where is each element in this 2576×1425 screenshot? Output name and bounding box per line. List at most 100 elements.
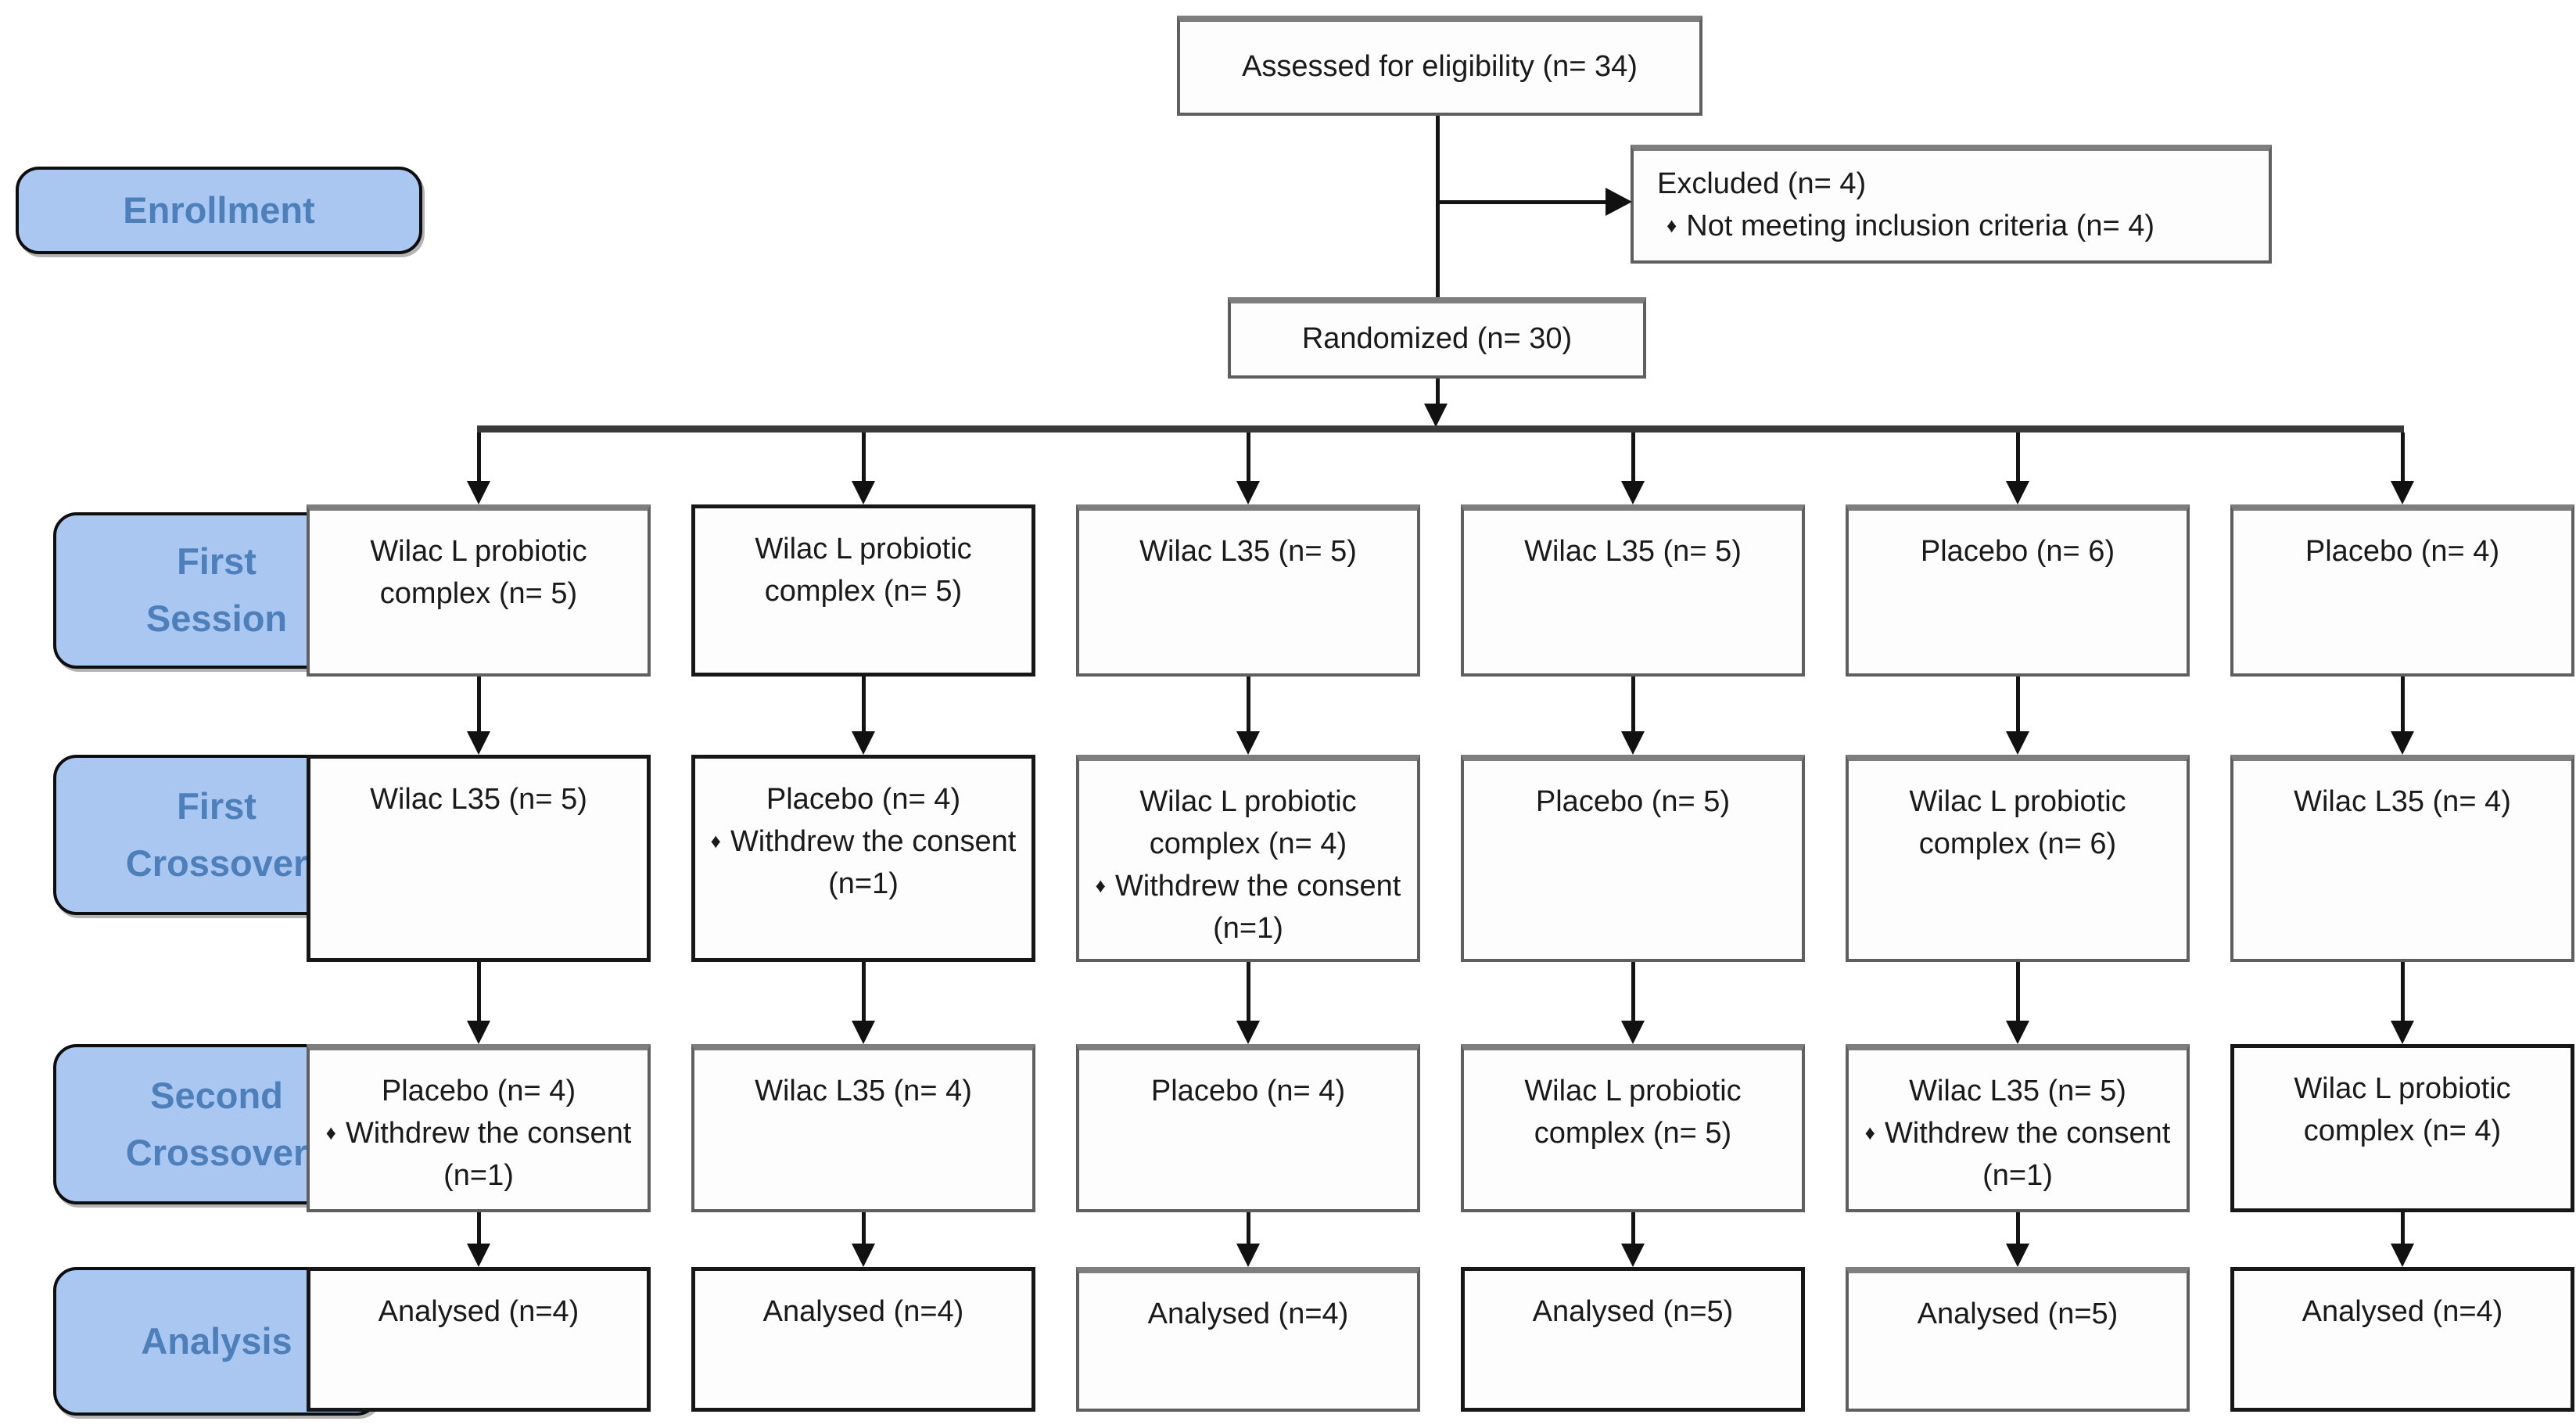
flow-arrowhead-down	[1621, 731, 1645, 755]
flow-arrowhead-down	[467, 731, 490, 755]
flow-arrowhead-down	[1236, 731, 1260, 755]
flow-arrowhead-down	[2391, 1244, 2414, 1267]
box-first-crossover-col3: Wilac L probiotic complex (n= 4) ♦Withdr…	[1076, 755, 1420, 962]
box-text: Wilac L35 (n= 5)	[1909, 1075, 2126, 1107]
flow-arrowhead-down	[852, 1244, 875, 1267]
box-text: Placebo (n= 4)	[766, 783, 961, 816]
box-first-crossover-col6: Wilac L35 (n= 4)	[2230, 755, 2574, 962]
flow-arrowhead-down	[852, 1021, 875, 1044]
flow-arrow-line	[2401, 433, 2405, 481]
flow-arrow-line	[1631, 962, 1635, 1021]
diamond-bullet-icon: ♦	[1864, 1120, 1875, 1144]
box-first-session-col6: Placebo (n= 4)	[2230, 504, 2574, 677]
flow-line-randomized-to-branch	[1436, 379, 1440, 405]
box-second-crossover-col3: Placebo (n= 4)	[1076, 1044, 1420, 1212]
branch-line	[477, 425, 2404, 433]
flow-arrowhead-down	[1621, 481, 1645, 504]
box-text: Wilac L35 (n= 4)	[2294, 785, 2511, 818]
withdrew-note: ♦ Withdrew the consent (n=1)	[1861, 1113, 2174, 1197]
flow-arrowhead-down	[1621, 1021, 1645, 1044]
flow-arrow-line	[477, 962, 481, 1021]
flow-arrowhead-down	[1621, 1244, 1645, 1267]
withdrew-note-text: Withdrew the consent (n=1)	[1114, 869, 1401, 945]
flow-arrow-line	[2401, 962, 2405, 1021]
arrowhead-randomized-to-branch	[1424, 404, 1448, 427]
box-text: Wilac L35 (n= 5)	[1524, 535, 1742, 568]
flow-arrow-line	[862, 677, 866, 731]
box-text: Placebo (n= 4)	[1150, 1075, 1346, 1107]
flow-arrow-line	[1631, 677, 1635, 731]
flow-arrowhead-down	[467, 1244, 490, 1267]
withdrew-note: ♦ Withdrew the consent (n=1)	[322, 1113, 635, 1197]
box-text: Analysed (n=4)	[2302, 1295, 2503, 1328]
box-text: Wilac L probiotic complex (n= 6)	[1909, 785, 2126, 860]
withdrew-note: ♦Withdrew the consent (n=1)	[708, 821, 1019, 906]
flow-arrowhead-down	[2391, 481, 2414, 504]
excluded-title: Excluded (n= 4)	[1657, 167, 1867, 201]
box-first-crossover-col1: Wilac L35 (n= 5)	[307, 755, 651, 962]
flow-arrowhead-down	[2391, 731, 2414, 755]
box-text: Wilac L35 (n= 5)	[370, 783, 587, 816]
flow-arrowhead-down	[467, 1021, 490, 1044]
flow-arrow-line	[477, 677, 481, 731]
diamond-bullet-icon: ♦	[325, 1120, 336, 1144]
box-text: Analysed (n=4)	[762, 1295, 964, 1328]
withdrew-note-text: Withdrew the consent (n=1)	[345, 1116, 632, 1192]
flow-arrow-line	[1631, 433, 1635, 481]
withdrew-note-text: Withdrew the consent (n=1)	[1884, 1116, 2171, 1192]
flow-arrow-line	[2016, 962, 2020, 1021]
flow-line-to-excluded	[1439, 200, 1606, 204]
box-text: Analysed (n=4)	[1147, 1298, 1349, 1330]
flow-arrowhead-down	[852, 481, 875, 504]
box-text: Wilac L probiotic complex (n= 5)	[1524, 1075, 1742, 1150]
box-text: Placebo (n= 6)	[1920, 535, 2115, 568]
flow-arrow-line	[2016, 1212, 2020, 1244]
box-second-crossover-col5: Wilac L35 (n= 5) ♦ Withdrew the consent (…	[1846, 1044, 2190, 1212]
withdrew-note: ♦Withdrew the consent (n=1)	[1092, 866, 1405, 950]
flow-arrow-line	[1247, 677, 1250, 731]
flow-arrow-line	[477, 433, 481, 481]
flow-arrowhead-down	[2006, 481, 2029, 504]
stage-label-first-crossover-text: First Crossover	[125, 784, 308, 884]
flow-arrow-line	[1247, 1212, 1250, 1244]
box-analysis-col4: Analysed (n=5)	[1461, 1267, 1805, 1412]
randomized-label: Randomized (n= 30)	[1301, 322, 1573, 356]
stage-label-enrollment-text: Enrollment	[123, 188, 315, 231]
flow-arrowhead-down	[1236, 1021, 1260, 1044]
flow-line-assessed-to-randomized	[1436, 116, 1440, 297]
flow-arrowhead-down	[852, 731, 875, 755]
box-text: Wilac L35 (n= 4)	[755, 1075, 972, 1107]
box-first-session-col1: Wilac L probiotic complex (n= 5)	[307, 504, 651, 677]
stage-label-second-crossover-text: Second Crossover	[125, 1074, 308, 1173]
box-text: Placebo (n= 4)	[2305, 535, 2500, 568]
assessed-box: Assessed for eligibility (n= 34)	[1177, 16, 1702, 116]
excluded-box: Excluded (n= 4) ♦Not meeting inclusion c…	[1631, 145, 2272, 264]
box-first-session-col4: Wilac L35 (n= 5)	[1461, 504, 1805, 677]
box-text: Wilac L probiotic complex (n= 5)	[370, 535, 587, 610]
box-first-crossover-col2: Placebo (n= 4) ♦Withdrew the consent (n=…	[691, 755, 1035, 962]
flow-arrow-line	[2016, 677, 2020, 731]
box-analysis-col3: Analysed (n=4)	[1076, 1267, 1420, 1412]
flow-arrow-line	[862, 962, 866, 1021]
flow-arrow-line	[1247, 962, 1250, 1021]
randomized-box: Randomized (n= 30)	[1228, 297, 1646, 379]
flow-arrowhead-down	[2006, 731, 2029, 755]
box-second-crossover-col4: Wilac L probiotic complex (n= 5)	[1461, 1044, 1805, 1212]
flow-arrow-line	[1631, 1212, 1635, 1244]
box-second-crossover-col6: Wilac L probiotic complex (n= 4)	[2230, 1044, 2574, 1212]
box-first-crossover-col5: Wilac L probiotic complex (n= 6)	[1846, 755, 2190, 962]
flow-arrow-line	[2016, 433, 2020, 481]
box-text: Analysed (n=4)	[378, 1295, 579, 1328]
flow-arrow-line	[2401, 677, 2405, 731]
stage-label-enrollment: Enrollment	[16, 167, 422, 254]
box-analysis-col5: Analysed (n=5)	[1846, 1267, 2190, 1412]
box-text: Analysed (n=5)	[1917, 1298, 2119, 1330]
box-text: Analysed (n=5)	[1532, 1295, 1734, 1328]
flow-arrow-line	[477, 1212, 481, 1244]
flow-arrow-line	[862, 1212, 866, 1244]
box-analysis-col1: Analysed (n=4)	[307, 1267, 651, 1412]
box-text: Placebo (n= 4)	[381, 1075, 576, 1107]
flow-arrow-line	[2401, 1212, 2405, 1244]
flow-arrowhead-down	[467, 481, 490, 504]
box-first-session-col2: Wilac L probiotic complex (n= 5)	[691, 504, 1035, 677]
